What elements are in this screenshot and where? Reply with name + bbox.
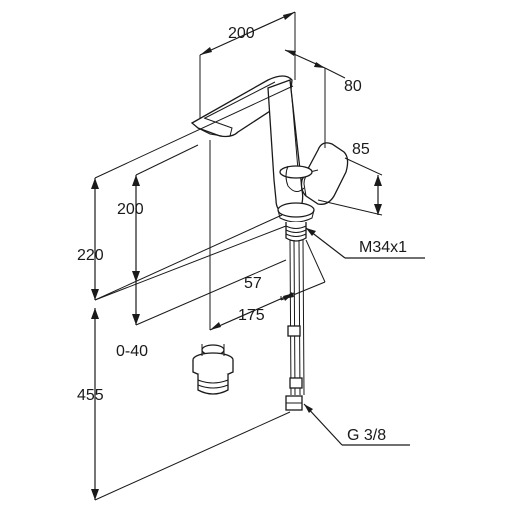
dim-below-deck: 455 (77, 387, 104, 404)
dim-waste-offset: 175 (238, 307, 265, 324)
dim-thread: M34x1 (359, 239, 407, 256)
faucet-body (190, 75, 349, 411)
dim-lever-height: 85 (352, 141, 370, 158)
dim-supply-connection: G 3/8 (347, 427, 386, 444)
dim-total-height: 220 (77, 247, 104, 264)
dimension-labels: 200 80 85 200 220 M34x1 57 175 0-40 455 … (77, 25, 407, 444)
dim-lever-depth: 80 (344, 78, 362, 95)
dim-spout-reach: 200 (228, 25, 255, 42)
dim-thread-length: 57 (244, 275, 262, 292)
base-flange (277, 202, 315, 218)
faucet-column (267, 79, 304, 215)
pop-up-waste (192, 344, 234, 395)
dim-spout-height: 200 (117, 201, 144, 218)
lever-handle (300, 142, 349, 205)
dimension-lines (91, 11, 425, 501)
supply-hoses (285, 239, 305, 411)
dim-deck-thickness: 0-40 (116, 343, 148, 360)
